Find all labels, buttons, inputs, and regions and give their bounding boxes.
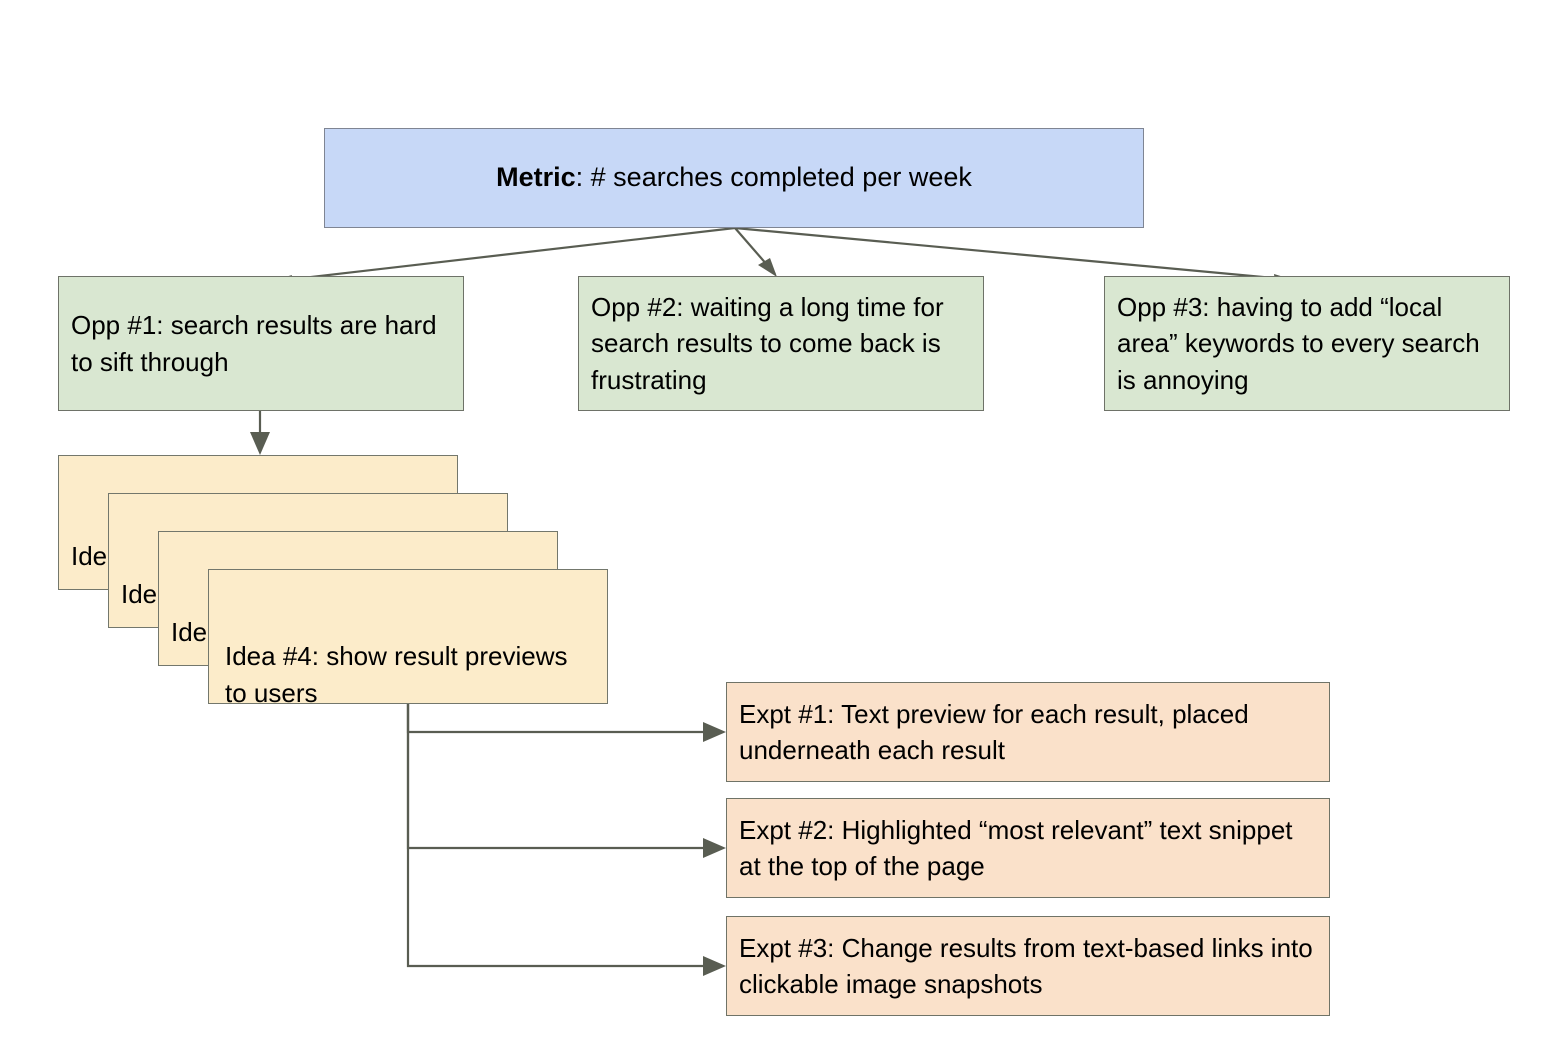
opportunity-box-2[interactable]: Opp #2: waiting a long time for search r…: [578, 276, 984, 411]
metric-description: : # searches completed per week: [575, 162, 972, 193]
opportunity-text-1: Opp #1: search results are hard to sift …: [71, 310, 437, 377]
edge-opp1-to-idea-stack: [250, 411, 270, 455]
idea-text-4: Idea #4: show result previews to users: [225, 641, 568, 708]
opportunity-box-3[interactable]: Opp #3: having to add “local area” keywo…: [1104, 276, 1510, 411]
experiment-text-1: Expt #1: Text preview for each result, p…: [739, 698, 1249, 765]
metric-text: Metric: # searches completed per week: [496, 159, 972, 197]
experiment-text-2: Expt #2: Highlighted “most relevant” tex…: [739, 814, 1293, 881]
metric-label: Metric: [496, 162, 576, 193]
opportunity-text-2: Opp #2: waiting a long time for search r…: [591, 291, 944, 395]
experiment-box-2[interactable]: Expt #2: Highlighted “most relevant” tex…: [726, 798, 1330, 898]
experiment-box-1[interactable]: Expt #1: Text preview for each result, p…: [726, 682, 1330, 782]
experiment-box-3[interactable]: Expt #3: Change results from text-based …: [726, 916, 1330, 1016]
idea-card-4[interactable]: Idea #4: show result previews to users: [208, 569, 608, 708]
experiment-text-3: Expt #3: Change results from text-based …: [739, 932, 1313, 999]
opportunity-text-3: Opp #3: having to add “local area” keywo…: [1117, 291, 1480, 395]
metric-box[interactable]: Metric: # searches completed per week: [324, 128, 1144, 228]
edge-metric-to-opp2: [734, 227, 777, 277]
opportunity-box-1[interactable]: Opp #1: search results are hard to sift …: [58, 276, 464, 411]
